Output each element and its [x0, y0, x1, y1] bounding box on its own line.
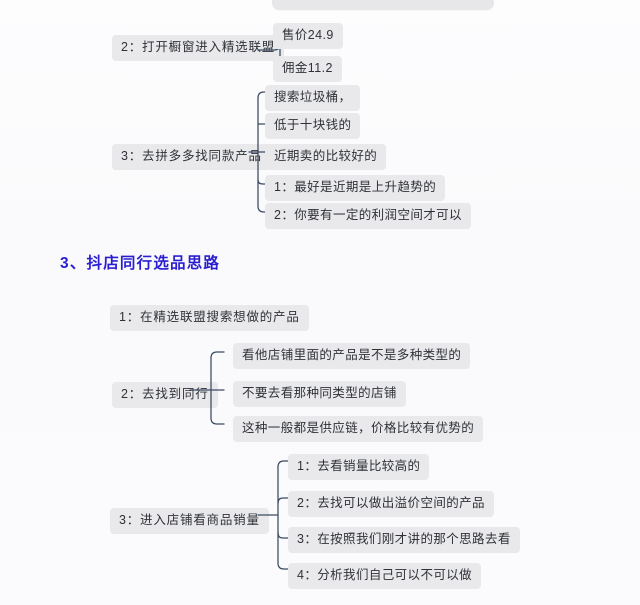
node-high-sales-volume[interactable]: 1：去看销量比较高的 [288, 454, 430, 480]
node-under-ten-yuan[interactable]: 低于十块钱的 [265, 113, 361, 139]
node-rising-trend[interactable]: 1：最好是近期是上升趋势的 [265, 175, 446, 201]
node-profit-margin[interactable]: 2：你要有一定的利润空间才可以 [265, 203, 471, 229]
node-search-trashcan[interactable]: 搜索垃圾桶， [265, 85, 361, 111]
node-analyze-our-capability[interactable]: 4：分析我们自己可以不可以做 [288, 563, 482, 589]
node-follow-earlier-approach[interactable]: 3：在按照我们刚才讲的那个思路去看 [288, 527, 520, 553]
node-find-peers-parent[interactable]: 2：去找到同行 [112, 382, 218, 408]
node-premium-space-products[interactable]: 2：去找可以做出溢价空间的产品 [288, 491, 494, 517]
node-pinduoduo-parent[interactable]: 3：去拼多多找同款产品 [112, 144, 271, 170]
node-open-showcase-parent[interactable]: 2：打开橱窗进入精选联盟 [112, 35, 285, 61]
node-commission[interactable]: 佣金11.2 [273, 56, 342, 82]
node-avoid-same-type-shops[interactable]: 不要去看那种同类型的店铺 [233, 381, 406, 407]
node-recent-best-seller[interactable]: 近期卖的比较好的 [265, 144, 387, 170]
node-step-one-search-alliance[interactable]: 1：在精选联盟搜索想做的产品 [110, 305, 309, 331]
top-partial-node [272, 0, 494, 10]
node-supply-chain-price-advantage[interactable]: 这种一般都是供应链，价格比较有优势的 [233, 416, 484, 442]
node-enter-shop-parent[interactable]: 3：进入店铺看商品销量 [110, 508, 269, 534]
section-heading-douyin-peer-selection: 3、抖店同行选品思路 [60, 255, 221, 272]
node-price[interactable]: 售价24.9 [273, 23, 343, 49]
node-multi-type-products[interactable]: 看他店铺里面的产品是不是多种类型的 [233, 343, 471, 369]
